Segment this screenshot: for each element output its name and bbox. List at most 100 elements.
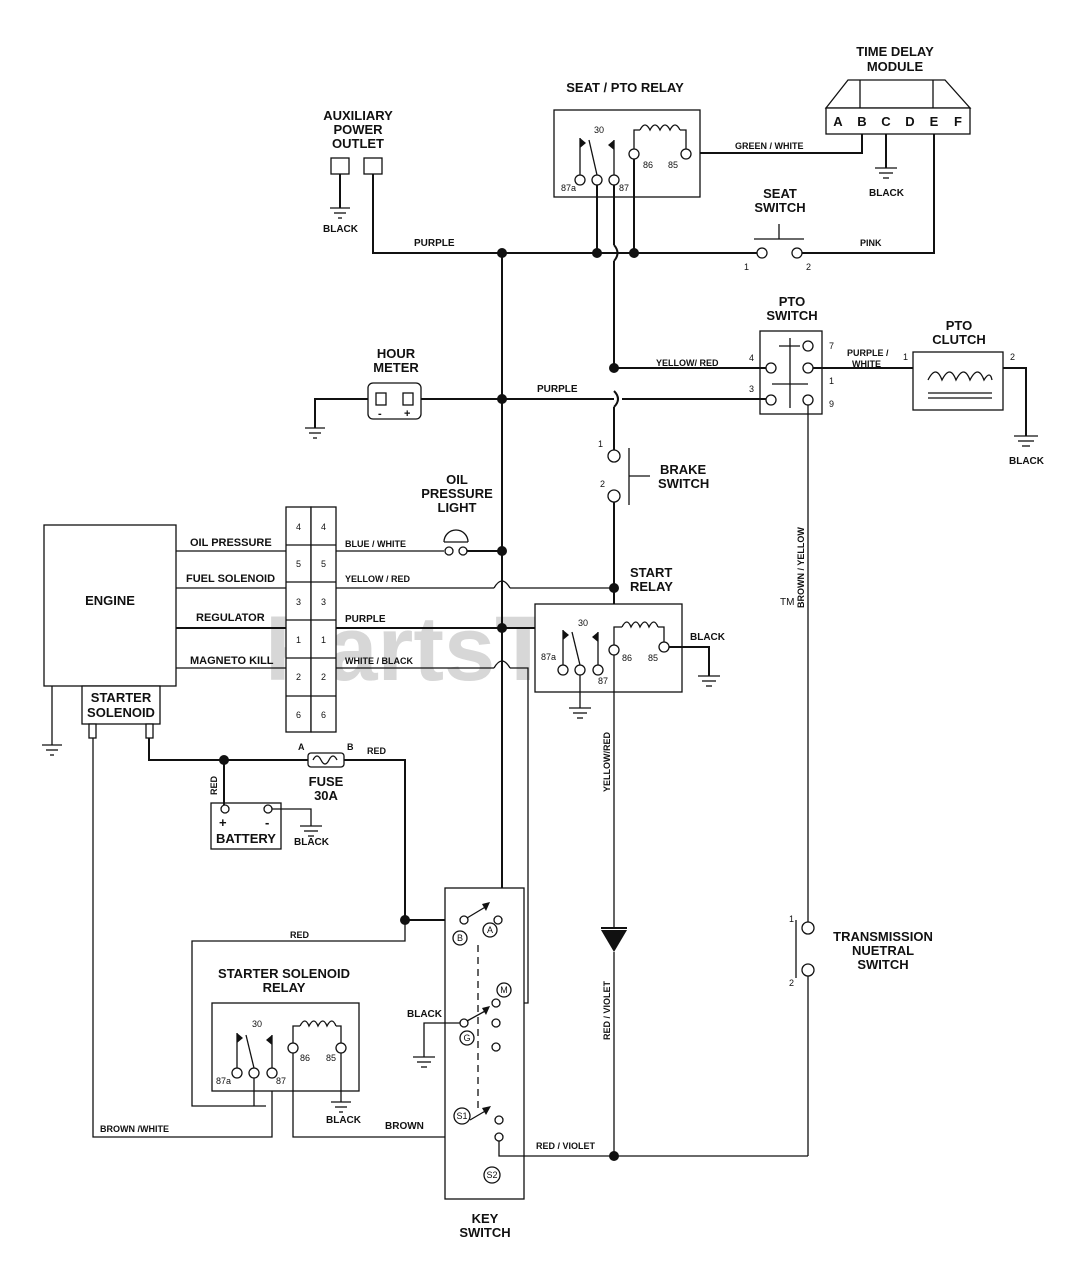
battery-minus: - (265, 815, 269, 830)
ground-icon (305, 427, 325, 439)
trans-switch-title-2: NUETRAL (852, 943, 914, 958)
battery-title: BATTERY (216, 831, 276, 846)
oil-light-title-2: PRESSURE (421, 486, 493, 501)
conn-pin-5b: 5 (321, 559, 326, 569)
battery-ground-label: BLACK (294, 837, 330, 848)
pto-switch-p3: 3 (749, 384, 754, 394)
transmission-neutral-switch: 1 2 TRANSMISSION NUETRAL SWITCH (789, 914, 933, 988)
fuse: A B FUSE 30A (298, 742, 354, 803)
time-delay-module: TIME DELAY MODULE A B C D E F (824, 44, 972, 135)
key-switch: B A M G S1 S2 KEY SWITCH (444, 887, 525, 1240)
engine-oil-pressure: OIL PRESSURE (190, 537, 272, 549)
tdm-pin-b: B (857, 114, 866, 129)
conn-pin-6a: 6 (296, 710, 301, 720)
aux-title-3: OUTLET (332, 136, 384, 151)
ground-icon (413, 1056, 435, 1068)
aux-title-2: POWER (333, 122, 383, 137)
ground-icon (42, 744, 62, 756)
wire-purple-mid-label: PURPLE (537, 384, 578, 395)
spr-87a: 87a (561, 183, 576, 193)
time-delay-title-1: TIME DELAY (856, 44, 934, 59)
wire-brown-white-label: BROWN /WHITE (100, 1124, 169, 1134)
key-switch-title-2: SWITCH (459, 1225, 510, 1240)
conn-pin-3a: 3 (296, 597, 301, 607)
pto-switch-p7: 7 (829, 341, 834, 351)
key-s1: S1 (456, 1111, 467, 1121)
seat-switch-p1: 1 (744, 262, 749, 272)
engine-fuel-solenoid: FUEL SOLENOID (186, 573, 275, 585)
ground-icon (875, 167, 897, 179)
ss-relay-87: 87 (276, 1076, 286, 1086)
spr-87: 87 (619, 183, 629, 193)
wire-yellow-red-label: YELLOW/ RED (656, 358, 719, 368)
ss-relay-ground-label: BLACK (326, 1115, 362, 1126)
wire-red-battery-label: RED (209, 775, 219, 795)
hour-meter-minus: - (378, 408, 382, 420)
fuse-a: A (298, 742, 305, 752)
ground-icon (569, 707, 591, 719)
aux-power-outlet: AUXILIARY POWER OUTLET (323, 108, 393, 175)
pto-switch-title-1: PTO (779, 294, 806, 309)
ground-icon (698, 675, 720, 687)
wire-purple-white-label-2: WHITE (852, 359, 881, 369)
tdm-pin-c: C (881, 114, 891, 129)
seat-switch-title-2: SWITCH (754, 200, 805, 215)
wire-purple-white-label-1: PURPLE / (847, 348, 889, 358)
pto-switch-p1: 1 (829, 376, 834, 386)
start-relay-87a: 87a (541, 652, 556, 662)
ground-icon (300, 825, 322, 837)
wire-white-black-label: WHITE / BLACK (345, 656, 413, 666)
pto-switch-p4: 4 (749, 353, 754, 363)
seat-pto-relay-title: SEAT / PTO RELAY (566, 80, 684, 95)
engine-title: ENGINE (85, 593, 135, 608)
wire-yellow-red-v-label: YELLOW/RED (602, 732, 612, 792)
pto-switch-title-2: SWITCH (766, 308, 817, 323)
wire-brown-label: BROWN (385, 1121, 424, 1132)
conn-pin-1a: 1 (296, 635, 301, 645)
key-g-black-label: BLACK (407, 1009, 443, 1020)
tdm-pin-d: D (905, 114, 914, 129)
pto-clutch-ground-label: BLACK (1009, 456, 1045, 467)
trans-switch-p2: 2 (789, 978, 794, 988)
spr-85: 85 (668, 160, 678, 170)
wire-green-white-label: GREEN / WHITE (735, 141, 804, 151)
time-delay-title-2: MODULE (867, 59, 924, 74)
wire-purple-top-label: PURPLE (414, 238, 455, 249)
hour-meter-title-2: METER (373, 360, 419, 375)
start-relay: START RELAY 30 87a 87 86 85 (534, 565, 683, 693)
aux-ground-label: BLACK (323, 224, 359, 235)
conn-pin-1b: 1 (321, 635, 326, 645)
ss-relay-86: 86 (300, 1053, 310, 1063)
tdm-pin-a: A (833, 114, 843, 129)
battery: BATTERY + - (210, 802, 282, 850)
spr-30: 30 (594, 125, 604, 135)
oil-pressure-light: OIL PRESSURE LIGHT (421, 472, 493, 556)
conn-pin-2b: 2 (321, 672, 326, 682)
oil-light-title-3: LIGHT (438, 500, 477, 515)
ground-icon (331, 1101, 351, 1113)
start-relay-86: 86 (622, 653, 632, 663)
wire-blue-white-label: BLUE / WHITE (345, 539, 406, 549)
conn-pin-5a: 5 (296, 559, 301, 569)
conn-pin-4a: 4 (296, 522, 301, 532)
wire-red-fuse-label: RED (367, 746, 387, 756)
tdm-ground-label: BLACK (869, 188, 905, 199)
tdm-pin-f: F (954, 114, 962, 129)
seat-switch: SEAT SWITCH 1 2 (744, 186, 811, 272)
engine: ENGINE OIL PRESSURE FUEL SOLENOID REGULA… (43, 524, 275, 687)
pto-switch: PTO SWITCH 4 3 7 1 9 (749, 294, 834, 415)
engine-regulator: REGULATOR (196, 612, 265, 624)
wire-yellow-red-2-label: YELLOW / RED (345, 574, 411, 584)
hour-meter-plus: + (404, 408, 410, 420)
starter-solenoid: STARTER SOLENOID (81, 685, 161, 739)
key-m: M (500, 985, 508, 995)
trans-switch-p1: 1 (789, 914, 794, 924)
wire-brown-yellow-label: BROWN / YELLOW (796, 527, 806, 608)
brake-switch-title-2: SWITCH (658, 476, 709, 491)
conn-pin-6b: 6 (321, 710, 326, 720)
brake-switch-p1: 1 (598, 439, 603, 449)
start-relay-30: 30 (578, 618, 588, 628)
wire-purple-low-label: PURPLE (345, 614, 386, 625)
spr-86: 86 (643, 160, 653, 170)
seat-switch-p2: 2 (806, 262, 811, 272)
